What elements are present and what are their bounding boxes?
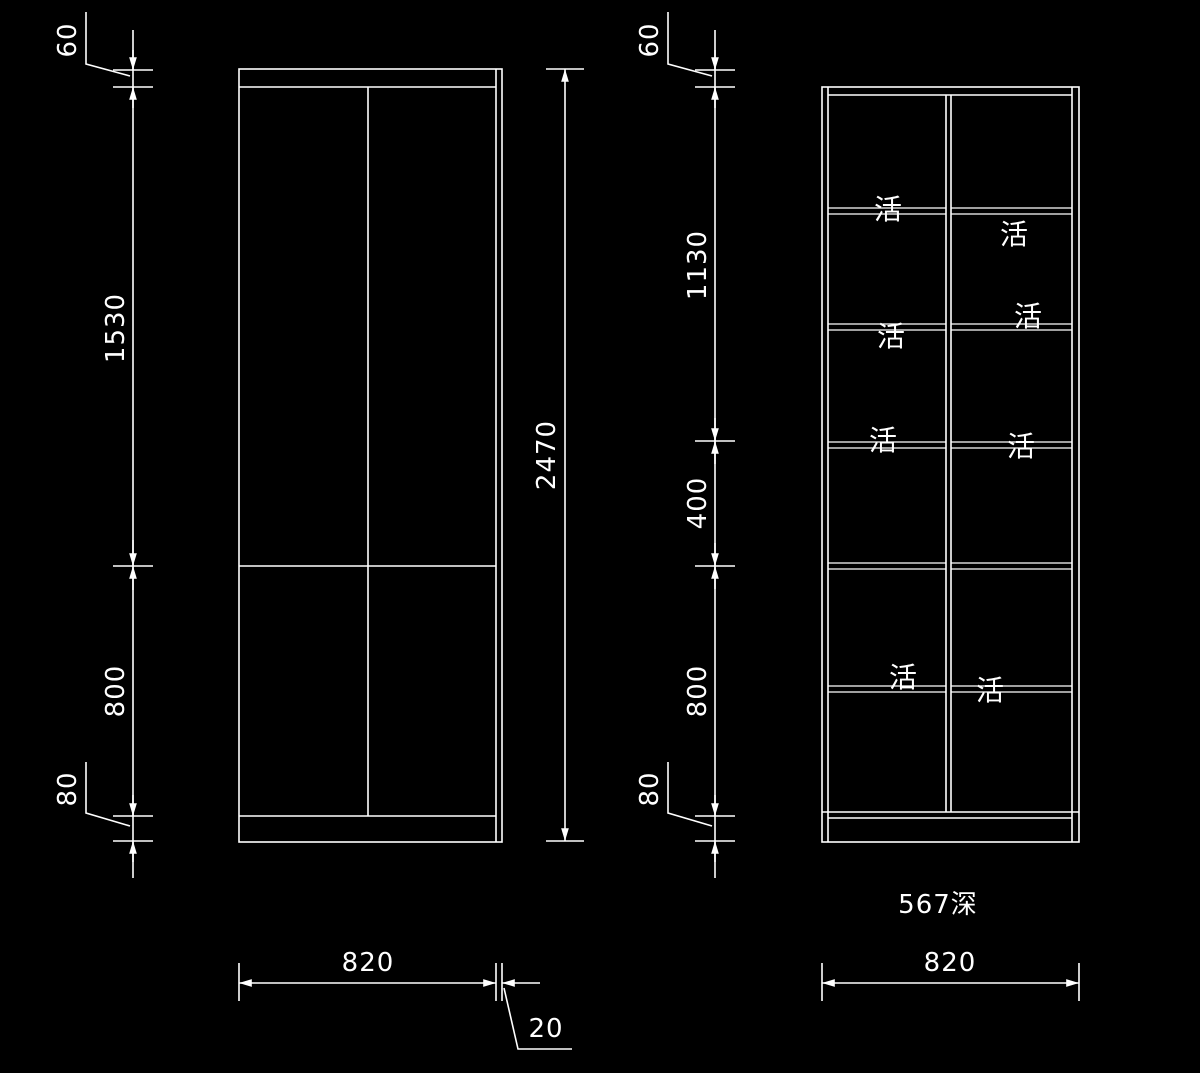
dim-20: 20	[528, 1014, 563, 1044]
dim-800-right: 800	[683, 665, 713, 718]
shelf-label: 活	[1007, 430, 1035, 463]
shelf-label: 活	[889, 661, 917, 694]
dim-80-bottom-left: 80	[53, 771, 83, 806]
dim-1130: 1130	[683, 230, 713, 300]
left-width-dimension	[238, 963, 572, 1050]
dim-60-top-right: 60	[635, 22, 665, 57]
depth-note: 567深	[898, 890, 978, 920]
right-cabinet-interior	[821, 86, 1080, 843]
left-cabinet-elevation	[238, 68, 503, 843]
shelf-label: 活	[874, 193, 902, 226]
dim-60-top-left: 60	[53, 22, 83, 57]
dim-400: 400	[683, 477, 713, 530]
right-width-dimension	[821, 963, 1080, 1001]
shelf-label: 活	[976, 674, 1004, 707]
shelf-label: 活	[869, 424, 897, 457]
dim-2470: 2470	[532, 420, 562, 490]
total-height-dimension	[546, 68, 584, 842]
right-vertical-dimension-chain	[667, 12, 735, 878]
dim-820-right: 820	[924, 948, 977, 978]
dim-800-left: 800	[101, 665, 131, 718]
shelf-label: 活	[877, 320, 905, 353]
dim-80-bottom-right: 80	[635, 771, 665, 806]
shelf-label: 活	[1000, 218, 1028, 251]
left-vertical-dimension-chain	[85, 12, 153, 878]
shelf-label: 活	[1014, 300, 1042, 333]
dim-820-left: 820	[342, 948, 395, 978]
dim-1530: 1530	[101, 293, 131, 363]
